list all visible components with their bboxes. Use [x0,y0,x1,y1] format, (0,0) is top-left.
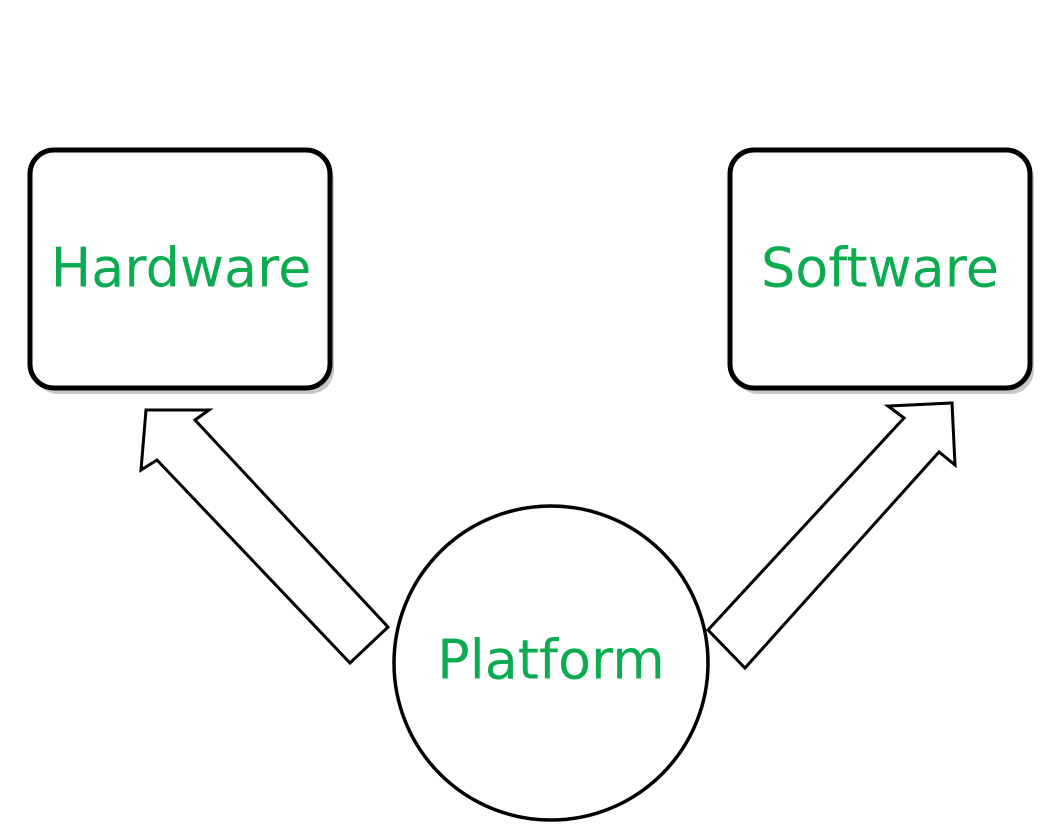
hardware-node: Hardware [27,147,334,394]
hardware-label: Hardware [51,237,312,300]
platform-label: Platform [437,629,665,692]
platform-circle [392,504,710,822]
software-label: Software [761,237,999,300]
software-box [727,147,1033,391]
arrow-to-software [705,401,957,671]
hardware-box [27,147,333,391]
platform-node: Platform [392,504,710,822]
software-node: Software [727,147,1034,394]
arrow-to-hardware [139,408,391,666]
